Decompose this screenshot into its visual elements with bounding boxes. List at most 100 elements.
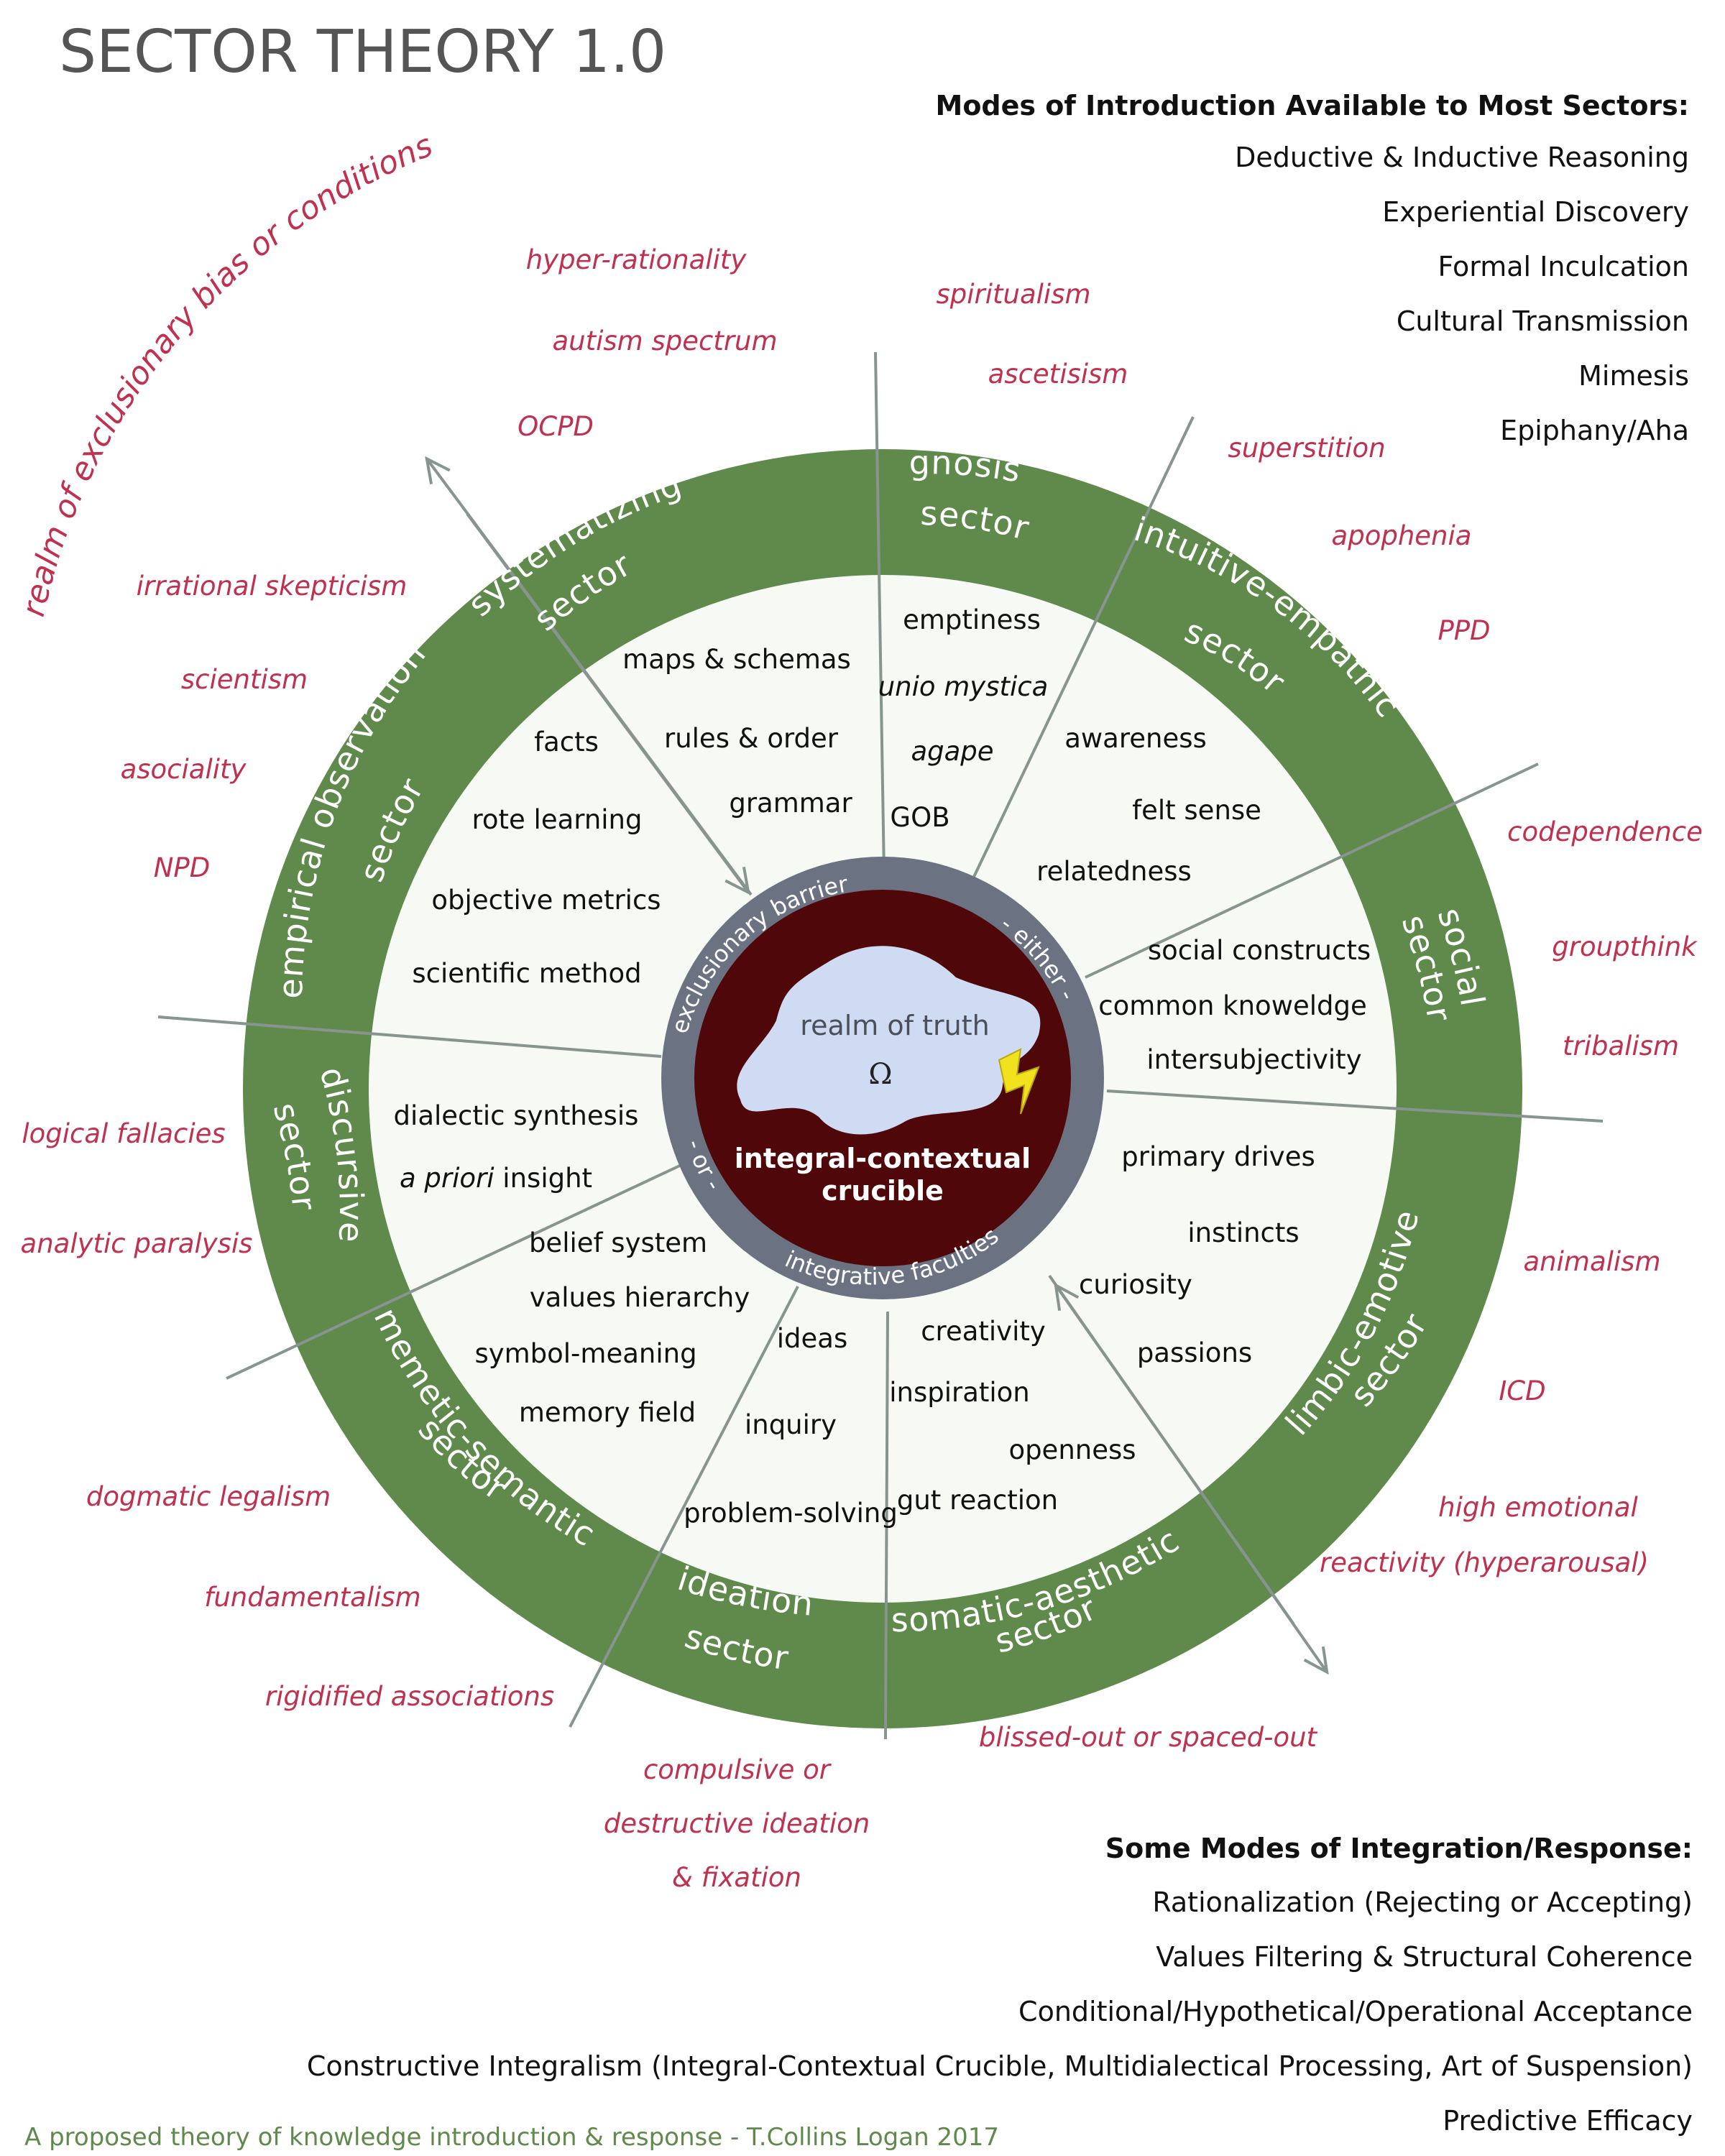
- modes-integration-item: Predictive Efficacy: [1443, 2105, 1693, 2137]
- modes-of-introduction: Modes of Introduction Available to Most …: [936, 90, 1690, 446]
- crucible-label-line1: integral-contextual: [735, 1143, 1031, 1174]
- inner-item: common knoweldge: [1098, 990, 1366, 1021]
- modes-integration-item: Rationalization (Rejecting or Accepting): [1152, 1886, 1693, 1918]
- bias-item: animalism: [1524, 1246, 1661, 1277]
- inner-item: facts: [534, 727, 599, 757]
- inner-item: relatedness: [1036, 856, 1192, 887]
- bias-item: autism spectrum: [552, 326, 777, 356]
- inner-item: inspiration: [889, 1377, 1030, 1408]
- bias-item: logical fallacies: [22, 1118, 225, 1149]
- modes-intro-item: Epiphany/Aha: [1500, 415, 1689, 446]
- inner-item: rote learning: [472, 804, 642, 835]
- inner-item: objective metrics: [431, 885, 661, 916]
- bias-item: codependence: [1507, 816, 1703, 847]
- divider-line: [569, 1286, 799, 1728]
- a-priori-text: a priori: [400, 1163, 494, 1194]
- footer-credit: A proposed theory of knowledge introduct…: [24, 2123, 999, 2152]
- inner-item: unio mystica: [878, 671, 1049, 702]
- bias-item: spiritualism: [936, 279, 1090, 310]
- bias-item: tribalism: [1563, 1031, 1679, 1061]
- modes-integration-heading: Some Modes of Integration/Response:: [1105, 1833, 1693, 1864]
- sector-wheel: realm of truth Ω integral-contextual cru…: [157, 351, 1604, 1740]
- divider-line: [884, 1311, 889, 1740]
- arrow-inward-line: [1057, 1286, 1295, 1626]
- bias-item: hyper-rationality: [526, 244, 748, 275]
- inner-item: awareness: [1064, 723, 1207, 754]
- bias-item: dogmatic legalism: [86, 1481, 331, 1512]
- bias-item: rigidified associations: [265, 1681, 554, 1712]
- inner-item: instincts: [1187, 1217, 1299, 1248]
- realm-of-exclusionary-bias-label: realm of exclusionary bias or conditions: [15, 127, 438, 620]
- bias-item: groupthink: [1552, 931, 1698, 962]
- divider-line: [1085, 763, 1539, 979]
- sector-dividers: [157, 351, 1604, 1740]
- inner-item: rules & order: [664, 723, 839, 754]
- inner-item: curiosity: [1079, 1269, 1192, 1300]
- inner-item: memory field: [519, 1397, 696, 1428]
- divider-line: [226, 1163, 684, 1380]
- bias-labels: hyper-rationality autism spectrum OCPD s…: [21, 244, 1703, 1893]
- inner-item: a priori insight: [400, 1163, 592, 1194]
- modes-intro-item: Deductive & Inductive Reasoning: [1235, 142, 1689, 173]
- modes-integration-item: Values Filtering & Structural Coherence: [1156, 1941, 1693, 1973]
- divider-line: [874, 351, 886, 874]
- bias-item: PPD: [1438, 615, 1490, 646]
- modes-intro-item: Experiential Discovery: [1382, 196, 1689, 228]
- inner-item: belief system: [529, 1227, 707, 1258]
- realm-of-truth-label: realm of truth: [800, 1010, 989, 1041]
- modes-intro-item: Mimesis: [1578, 360, 1689, 392]
- inner-item: gut reaction: [897, 1485, 1058, 1516]
- bias-item: scientism: [181, 664, 308, 695]
- bias-item: fundamentalism: [204, 1582, 420, 1613]
- divider-line: [157, 1015, 662, 1058]
- modes-intro-heading: Modes of Introduction Available to Most …: [936, 90, 1690, 121]
- bias-item: ICD: [1499, 1376, 1545, 1406]
- inner-item: problem-solving: [684, 1498, 898, 1529]
- inner-item: grammar: [729, 788, 852, 819]
- inner-item: scientific method: [412, 958, 641, 989]
- inner-items: maps & schemas rules & order grammar emp…: [394, 604, 1371, 1529]
- bias-item: compulsive or: [643, 1754, 832, 1785]
- insight-text: insight: [494, 1163, 593, 1194]
- inner-item: openness: [1008, 1434, 1136, 1465]
- bias-item: reactivity (hyperarousal): [1320, 1547, 1649, 1578]
- bias-item: superstition: [1228, 433, 1385, 464]
- bias-item: high emotional: [1438, 1492, 1638, 1523]
- modes-intro-item: Formal Inculcation: [1438, 251, 1689, 282]
- inner-item: inquiry: [745, 1409, 837, 1440]
- inner-item: primary drives: [1121, 1141, 1315, 1172]
- inner-item: social constructs: [1148, 935, 1371, 966]
- inner-item: emptiness: [903, 604, 1041, 635]
- inner-item: agape: [911, 736, 993, 767]
- inner-item: ideas: [777, 1323, 847, 1354]
- bias-item: NPD: [154, 852, 210, 883]
- modes-intro-item: Cultural Transmission: [1397, 305, 1689, 337]
- inner-item: felt sense: [1132, 795, 1261, 826]
- inner-item: creativity: [921, 1316, 1046, 1347]
- crucible-label-line2: crucible: [822, 1175, 944, 1207]
- inner-item: intersubjectivity: [1146, 1044, 1361, 1075]
- realm-of-truth-blob: [737, 946, 1041, 1135]
- bias-item: blissed-out or spaced-out: [979, 1722, 1318, 1753]
- omega-symbol: Ω: [868, 1058, 892, 1091]
- divider-line: [1106, 1089, 1604, 1123]
- arrow-inward-line: [466, 512, 748, 891]
- inner-item: symbol-meaning: [474, 1338, 696, 1369]
- inner-item: values hierarchy: [530, 1282, 750, 1313]
- modes-of-integration: Some Modes of Integration/Response: Rati…: [307, 1833, 1693, 2137]
- bias-item: destructive ideation: [604, 1808, 870, 1839]
- bias-item: apophenia: [1332, 520, 1472, 551]
- bias-item: analytic paralysis: [21, 1228, 253, 1259]
- inner-item: dialectic synthesis: [394, 1100, 639, 1131]
- inner-item: GOB: [890, 802, 949, 833]
- lightning-bolt-icon: [998, 1048, 1040, 1115]
- inner-item: maps & schemas: [622, 644, 851, 675]
- divider-line: [972, 416, 1195, 877]
- bias-item: OCPD: [518, 411, 594, 442]
- modes-integration-item: Constructive Integralism (Integral-Conte…: [307, 2050, 1693, 2082]
- bias-item: ascetisism: [988, 359, 1128, 390]
- bias-item: irrational skepticism: [137, 571, 408, 602]
- modes-integration-item: Conditional/Hypothetical/Operational Acc…: [1018, 1996, 1693, 2027]
- page-title: SECTOR THEORY 1.0: [59, 18, 666, 86]
